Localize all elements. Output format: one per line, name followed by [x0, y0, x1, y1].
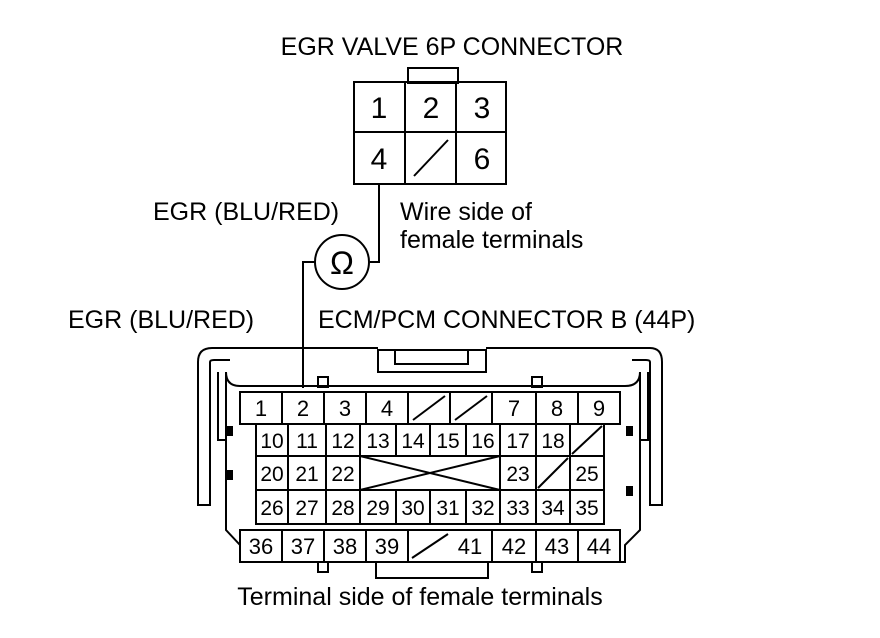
probe-wire-egr	[370, 184, 380, 263]
ecm-pin-17: 17	[506, 430, 529, 453]
ecm-pin-31: 31	[436, 497, 459, 520]
ecm-pin-44: 44	[587, 534, 611, 559]
ecm-pin-14: 14	[401, 430, 425, 453]
ecm-pin-8: 8	[551, 396, 563, 421]
probe-wire-ecm	[302, 261, 315, 388]
ecm-pin-35: 35	[575, 497, 598, 520]
ecm-pin-16: 16	[471, 430, 494, 453]
ecm-shell-right	[632, 347, 663, 506]
egr-wire-label-lower: EGR (BLU/RED)	[68, 306, 254, 334]
ecm-pin-27: 27	[295, 497, 318, 520]
ecm-pin-9: 9	[593, 396, 605, 421]
egr-valve-connector	[353, 67, 507, 185]
ecm-pin-26: 26	[260, 497, 283, 520]
ecm-pin-36: 36	[249, 534, 273, 559]
ecm-pin-11: 11	[296, 430, 318, 453]
ecm-pin-22: 22	[331, 463, 354, 486]
ohmmeter	[314, 234, 370, 290]
ecm-pin-20: 20	[260, 463, 283, 486]
egr-pin-6: 6	[474, 143, 491, 176]
ecm-connector-title: ECM/PCM CONNECTOR B (44P)	[318, 306, 695, 334]
egr-empty-cavity-5	[413, 139, 449, 177]
ecm-pin-1: 1	[255, 396, 267, 421]
ecm-pin-13: 13	[366, 430, 389, 453]
ecm-cavity-grid	[239, 391, 621, 563]
ecm-pin-25: 25	[575, 463, 598, 486]
ecm-pin-33: 33	[506, 497, 529, 520]
ecm-bottom-lock	[375, 562, 489, 579]
ecm-pin-10: 10	[260, 430, 283, 453]
ohm-icon: Ω	[330, 245, 354, 281]
ecm-pin-15: 15	[436, 430, 459, 453]
egr-pin-1: 1	[371, 92, 388, 125]
egr-connector-title: EGR VALVE 6P CONNECTOR	[281, 33, 624, 61]
ecm-pin-30: 30	[401, 497, 424, 520]
ecm-pin-37: 37	[291, 534, 315, 559]
egr-pin-3: 3	[474, 92, 491, 125]
ecm-connector-caption: Terminal side of female terminals	[237, 583, 602, 611]
ecm-pin-29: 29	[366, 497, 389, 520]
egr-pin-2: 2	[423, 92, 440, 125]
ecm-pin-38: 38	[333, 534, 357, 559]
ecm-pcm-connector	[197, 347, 663, 579]
egr-pin-4: 4	[371, 143, 388, 176]
ecm-pin-32: 32	[471, 497, 494, 520]
ecm-pin-21: 21	[295, 463, 318, 486]
ecm-pin-4: 4	[381, 396, 393, 421]
ecm-shell-left	[197, 347, 230, 506]
ecm-housing	[225, 371, 641, 563]
ecm-side-bumps	[226, 426, 633, 496]
ecm-pin-23: 23	[506, 463, 529, 486]
egr-connector-latch	[407, 67, 459, 84]
ecm-pin-12: 12	[331, 430, 354, 453]
ecm-pin-18: 18	[541, 430, 564, 453]
ecm-pin-42: 42	[502, 534, 526, 559]
ecm-pin-43: 43	[545, 534, 569, 559]
ecm-pin-7: 7	[508, 396, 520, 421]
ecm-pin-41: 41	[458, 534, 482, 559]
ecm-pin-3: 3	[339, 396, 351, 421]
ecm-pin-28: 28	[331, 497, 354, 520]
ecm-pin-39: 39	[375, 534, 399, 559]
egr-connector-caption-line1: Wire side of	[400, 198, 532, 226]
ecm-pin-2: 2	[297, 396, 309, 421]
ecm-pin-34: 34	[541, 497, 565, 520]
egr-connector-caption-line2: female terminals	[400, 226, 583, 254]
egr-wire-label-upper: EGR (BLU/RED)	[153, 198, 339, 226]
